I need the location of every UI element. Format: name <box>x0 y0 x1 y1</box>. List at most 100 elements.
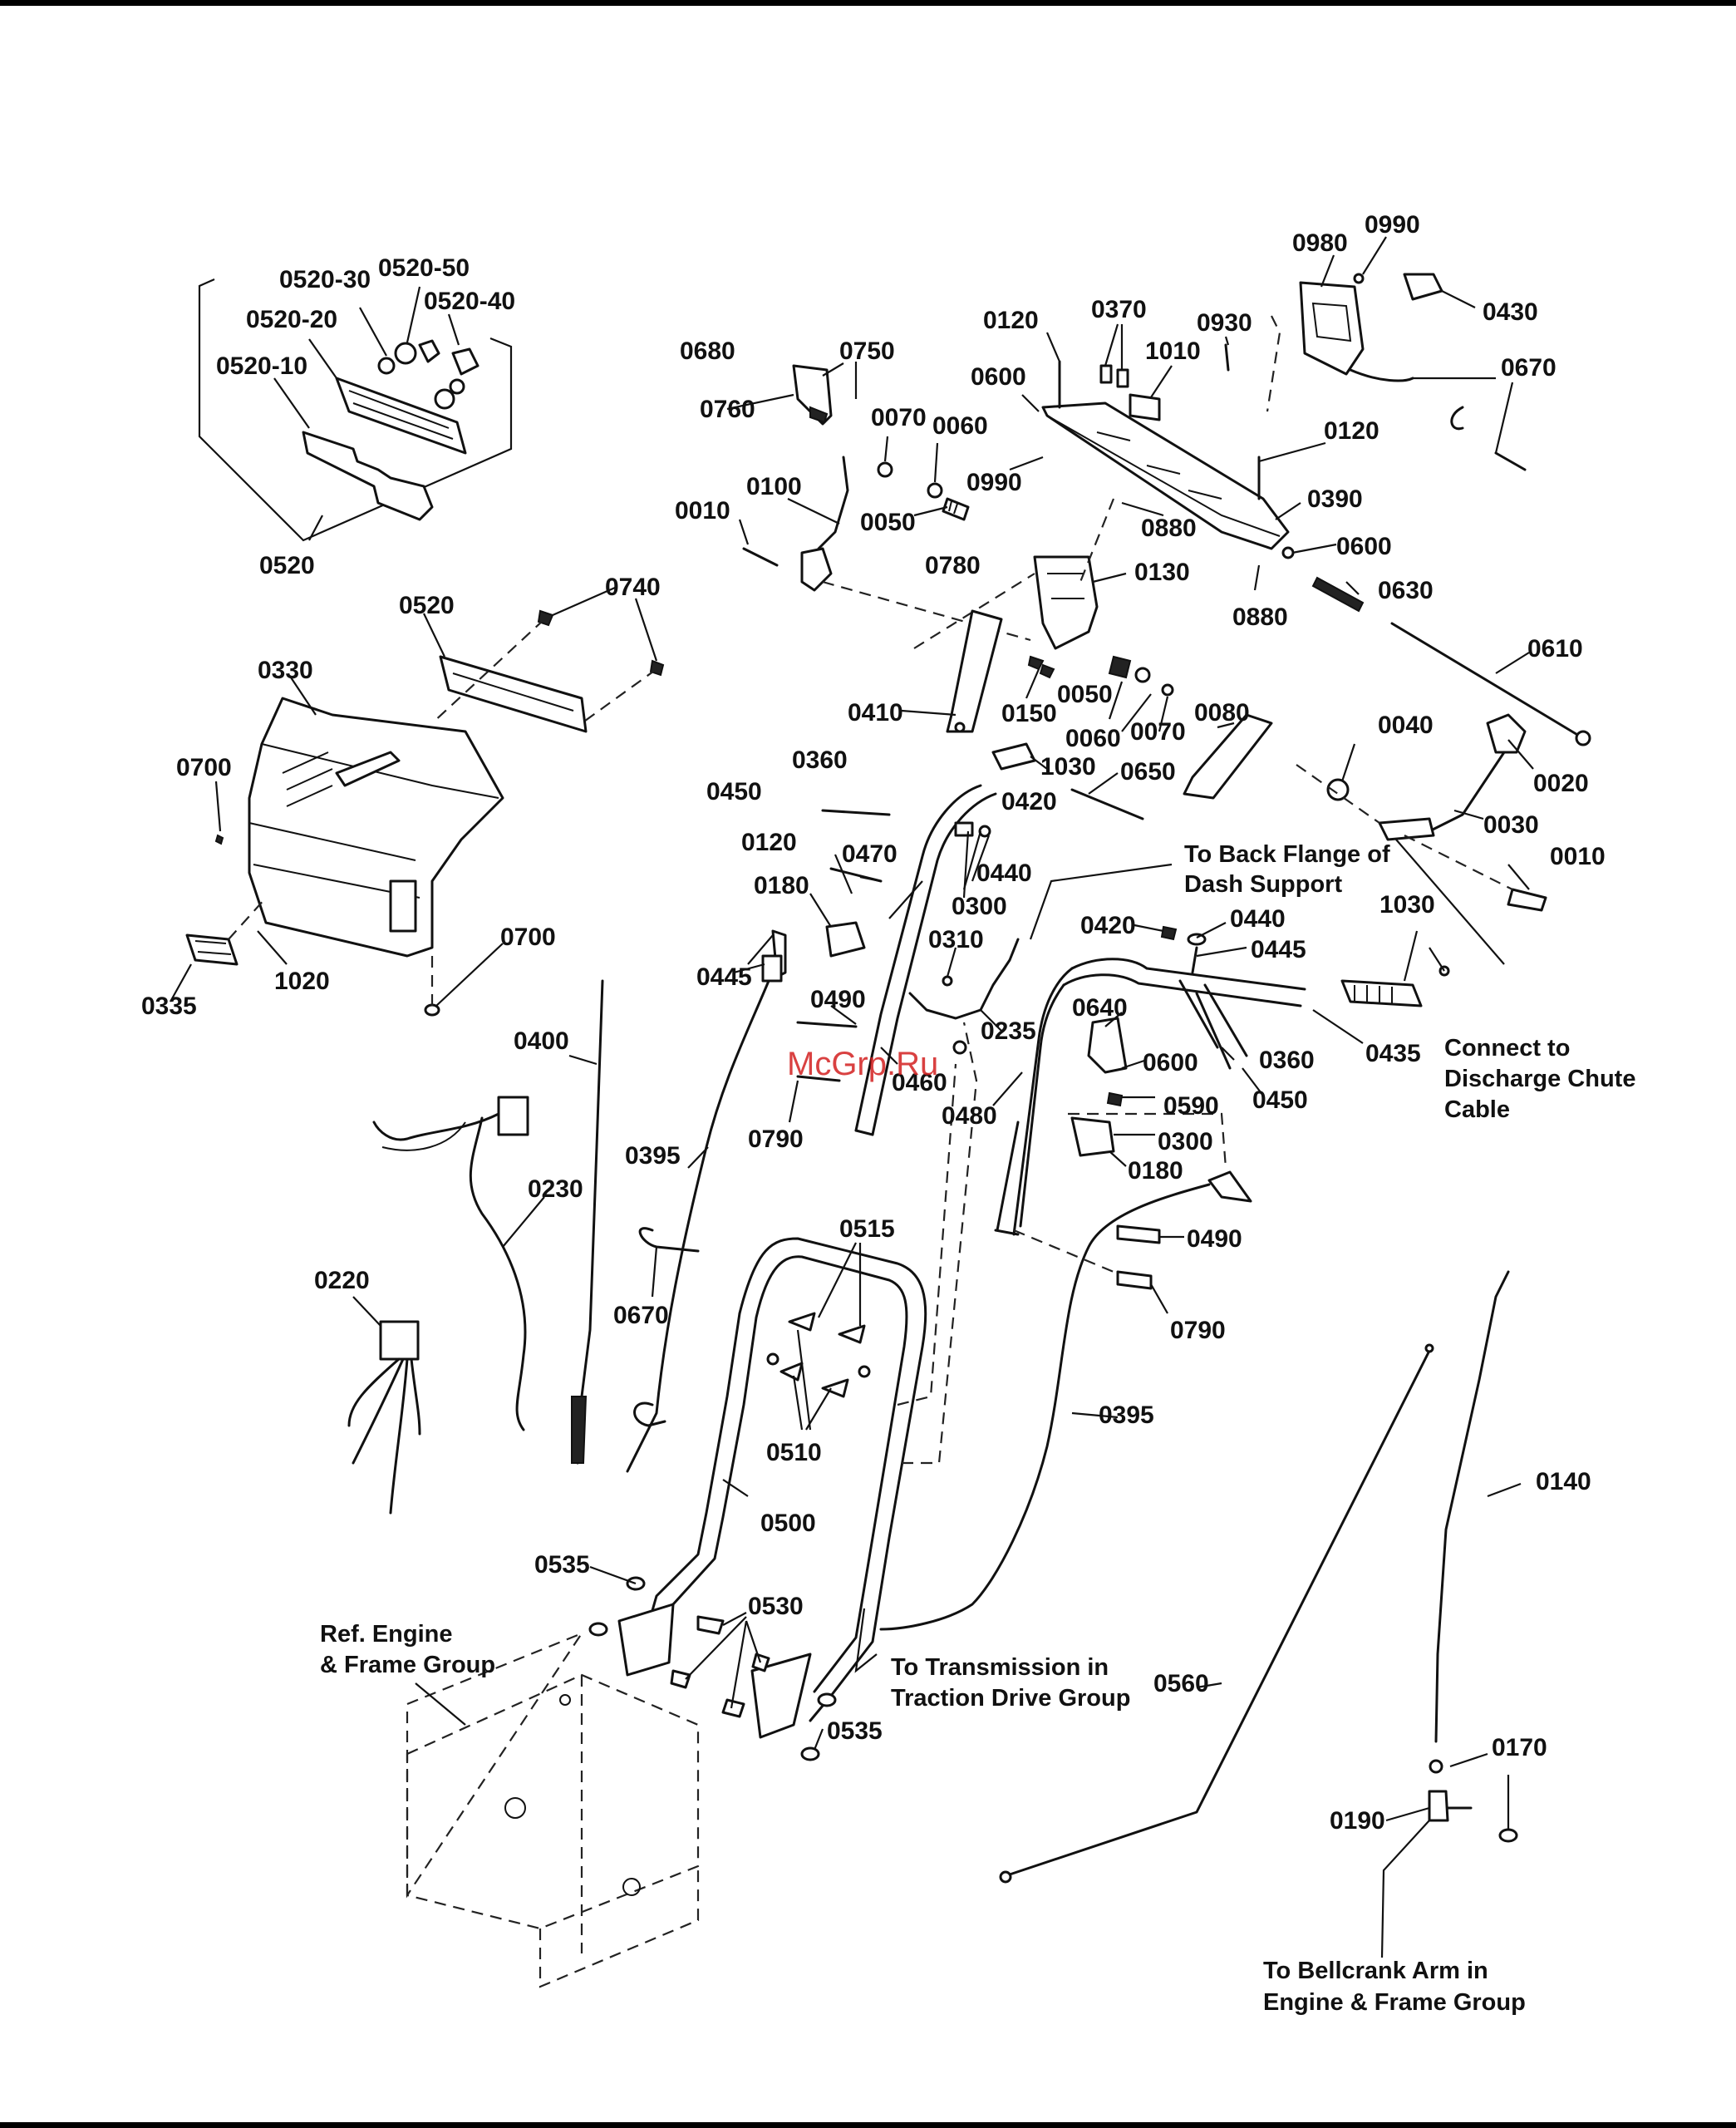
part-label: 0040 <box>1378 712 1434 739</box>
cables <box>626 954 1522 1958</box>
part-label: 0520-50 <box>378 254 470 282</box>
part-label: 0535 <box>827 1717 883 1745</box>
headlight-inset <box>198 278 513 542</box>
chute-crank <box>1296 576 1591 965</box>
part-label: 0190 <box>1330 1807 1385 1835</box>
part-label: 0680 <box>680 337 735 365</box>
part-label: 0560 <box>1153 1670 1209 1697</box>
part-labels: 0520-30 0520-50 0520-40 0520-20 0520-10 … <box>141 211 1606 1835</box>
part-label: 0170 <box>1492 1734 1547 1761</box>
part-label: 0515 <box>839 1215 895 1243</box>
part-label: 0140 <box>1536 1468 1591 1495</box>
part-label: 0120 <box>1324 417 1379 445</box>
part-label: 0100 <box>746 473 802 500</box>
part-label: 1020 <box>274 968 330 995</box>
part-label: 0310 <box>928 926 984 953</box>
part-label: 0120 <box>983 307 1039 334</box>
wiring <box>347 979 604 1515</box>
part-label: 0600 <box>971 363 1026 391</box>
part-label: 0535 <box>534 1551 590 1579</box>
part-label: 0070 <box>1130 718 1186 746</box>
part-label: 0120 <box>741 829 797 856</box>
part-label: 0180 <box>754 872 809 899</box>
part-label: 0600 <box>1336 533 1392 560</box>
watermark: McGrp.Ru <box>787 1046 938 1082</box>
engine-frame-ref <box>406 1631 700 1988</box>
note-bellcrank: Engine & Frame Group <box>1263 1989 1526 2016</box>
part-label: 0530 <box>748 1593 804 1620</box>
part-label: 0990 <box>966 469 1022 496</box>
part-label: 0700 <box>176 754 232 781</box>
part-label: 0300 <box>1158 1128 1213 1155</box>
part-label: 0130 <box>1134 559 1190 586</box>
right-handle <box>992 922 1450 1314</box>
part-label: 0395 <box>625 1142 681 1170</box>
part-label: 0930 <box>1197 309 1252 337</box>
part-label: 0630 <box>1378 577 1434 604</box>
bottom-border <box>0 2122 1736 2128</box>
part-label: 0300 <box>952 893 1007 920</box>
part-label: 0335 <box>141 993 197 1020</box>
part-label: 0420 <box>1001 788 1057 815</box>
part-label: 0880 <box>1232 603 1288 631</box>
part-label: 0360 <box>792 746 848 774</box>
note-ref-engine: Ref. Engine <box>320 1621 453 1648</box>
part-label: 0450 <box>1252 1086 1308 1114</box>
part-label: 0990 <box>1365 211 1420 239</box>
part-label: 0440 <box>976 860 1032 887</box>
part-label: 0790 <box>1170 1317 1226 1344</box>
part-label: 0030 <box>1483 811 1539 839</box>
part-label: 0470 <box>842 840 898 868</box>
part-label: 0520-10 <box>216 352 307 380</box>
note-transmission: To Transmission in <box>891 1654 1109 1681</box>
part-label: 0020 <box>1533 770 1589 797</box>
part-label: 0520 <box>399 592 455 619</box>
part-label: 0445 <box>1251 936 1306 963</box>
part-label: 1030 <box>1040 753 1096 781</box>
part-label: 0510 <box>766 1439 822 1466</box>
top-border <box>0 0 1736 6</box>
part-label: 0780 <box>925 552 981 579</box>
part-label: 0420 <box>1080 912 1136 939</box>
part-label: 0400 <box>514 1027 569 1055</box>
dash-console <box>170 586 665 1017</box>
part-label: 0760 <box>700 396 755 423</box>
part-label: 0500 <box>760 1510 816 1537</box>
note-ref-engine: & Frame Group <box>320 1652 495 1678</box>
part-label: 0520-40 <box>424 288 515 315</box>
part-label: 0435 <box>1365 1040 1421 1067</box>
part-label: 0220 <box>314 1267 370 1294</box>
part-label: 0070 <box>871 404 927 431</box>
part-label: 0150 <box>1001 700 1057 727</box>
part-label: 0740 <box>605 574 661 601</box>
part-label: 0050 <box>860 509 916 536</box>
part-label: 0445 <box>696 963 752 991</box>
note-back-flange: To Back Flange of <box>1184 841 1390 868</box>
part-label: 0650 <box>1120 758 1176 786</box>
part-label: 0610 <box>1527 635 1583 663</box>
part-label: 0670 <box>1501 354 1556 382</box>
part-label: 0490 <box>810 986 866 1013</box>
part-label: 0050 <box>1057 681 1113 708</box>
lower-handle <box>588 1022 978 1761</box>
part-label: 0180 <box>1128 1157 1183 1185</box>
part-label: 0480 <box>942 1102 997 1130</box>
part-label: 0460 <box>892 1069 947 1096</box>
part-label: 0670 <box>613 1302 669 1329</box>
part-label: 0330 <box>258 657 313 684</box>
part-label: 0395 <box>1099 1401 1154 1429</box>
upper-handle <box>821 609 1273 1136</box>
part-label: 1030 <box>1379 891 1435 919</box>
note-discharge-chute: Connect to <box>1444 1035 1570 1062</box>
part-label: 0520-20 <box>246 306 337 333</box>
part-label: 0370 <box>1091 296 1147 323</box>
part-label: 0010 <box>675 497 730 525</box>
part-label: 0750 <box>839 337 895 365</box>
note-bellcrank: To Bellcrank Arm in <box>1263 1958 1488 1984</box>
part-label: 0410 <box>848 699 903 727</box>
note-back-flange: Dash Support <box>1184 871 1342 898</box>
part-label: 0520-30 <box>279 266 371 293</box>
callout-notes: To Back Flange of Dash Support Connect t… <box>320 841 1635 2016</box>
note-discharge-chute: Cable <box>1444 1096 1510 1123</box>
part-label: 0230 <box>528 1175 583 1203</box>
